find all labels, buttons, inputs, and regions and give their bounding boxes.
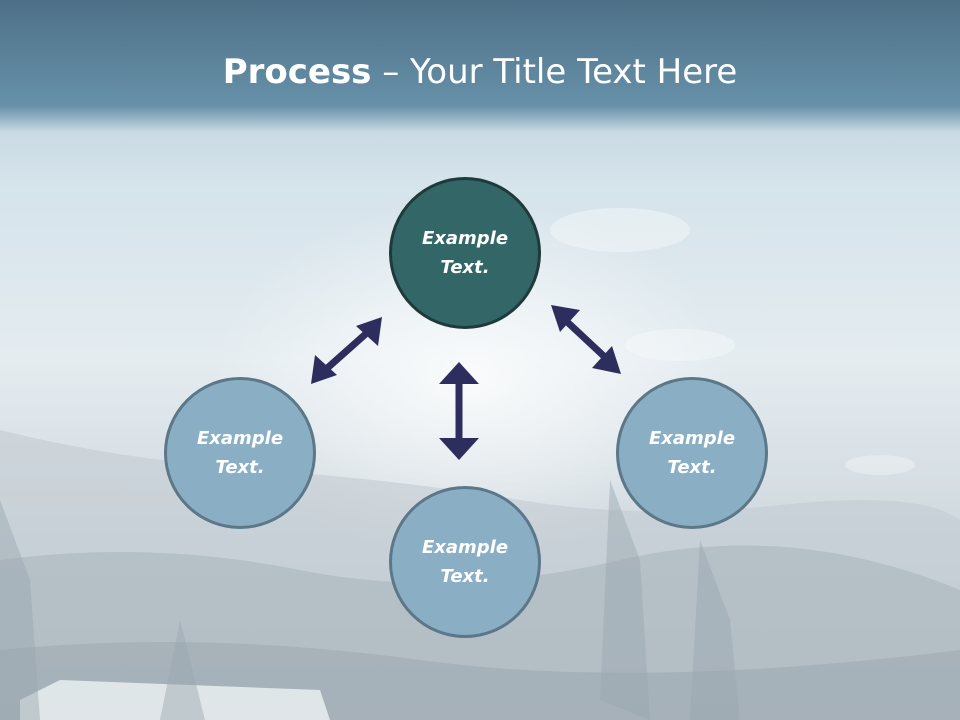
node-label-line2: Text. (440, 566, 490, 587)
node-label-line2: Text. (440, 257, 490, 278)
title-bold: Process (222, 52, 372, 92)
node-label: Example Text. (180, 424, 300, 482)
page-title: Process – Your Title Text Here (0, 52, 960, 92)
process-node-bottom: Example Text. (389, 486, 541, 638)
node-label-line1: Example (196, 428, 284, 449)
node-label-line1: Example (648, 428, 736, 449)
node-label: Example Text. (405, 224, 525, 282)
node-label-line1: Example (421, 228, 509, 249)
node-label-line2: Text. (215, 457, 265, 478)
arrow-top-right (551, 305, 621, 374)
process-node-top: Example Text. (389, 177, 541, 329)
node-label-line2: Text. (667, 457, 717, 478)
title-bar (0, 0, 960, 132)
arrow-top-left (311, 317, 382, 384)
node-label-line1: Example (421, 537, 509, 558)
arrow-center-bottom (439, 362, 479, 460)
node-label: Example Text. (632, 424, 752, 482)
process-node-right: Example Text. (616, 377, 768, 529)
process-node-left: Example Text. (164, 377, 316, 529)
node-label: Example Text. (405, 533, 525, 591)
title-rest: – Your Title Text Here (371, 52, 738, 92)
